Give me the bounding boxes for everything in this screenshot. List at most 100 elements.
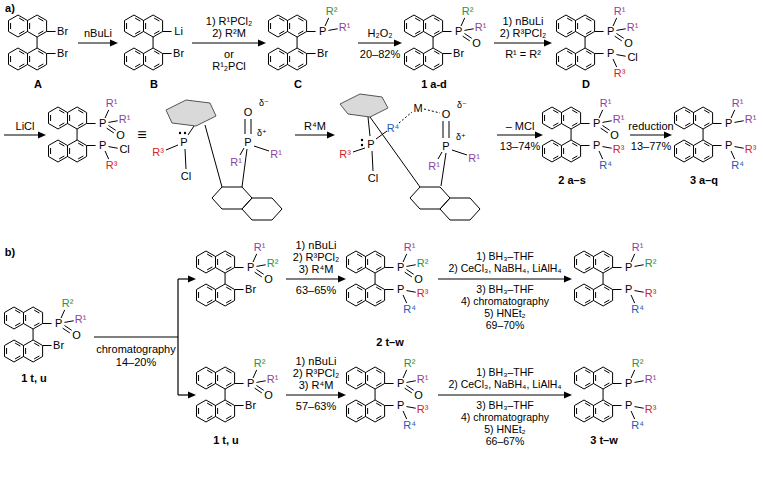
arrow-head [564,392,572,399]
ring [197,284,216,306]
ring-bond [567,31,572,34]
ring-bond [577,23,578,29]
atom-label: O [264,389,273,401]
ring-bond [376,383,381,386]
ring-bond [585,287,590,290]
bond-line [613,18,617,26]
ring [347,400,366,422]
ring-bond [69,148,70,154]
bond-line [731,110,735,118]
ring-bond [595,259,596,265]
atom-label: M [413,102,422,114]
atom-label: O [472,37,481,49]
ring [562,107,581,129]
reaction-arrow [494,42,546,43]
ring-bond [376,254,381,257]
ring-bond [19,64,24,67]
ring-bond [154,31,159,34]
atom-label: Br [57,25,68,37]
ring-bond [126,23,127,29]
compound-label: 2 t–w [376,336,404,348]
bond-line [47,31,56,32]
bond-line [403,411,407,419]
reagent-text: 1) nBuLi [503,15,544,27]
naphthyl-edge [166,100,216,126]
atom-label: R⁴ [631,303,644,315]
ring-bond [270,56,271,62]
ring-bond [585,370,590,373]
atom-label: R³ [614,67,626,79]
atom-label: P [99,117,106,129]
ring [576,15,595,37]
bond-line [713,145,722,146]
ring [575,367,594,389]
panel-label: b) [5,246,15,258]
atom-label: R² [326,5,338,17]
bond-line [328,29,337,31]
ring-bond [145,23,146,29]
bond-line [108,147,117,149]
reaction-arrow [295,134,329,135]
partial-charge: δ⁺ [257,129,267,139]
arrow-head [338,392,346,399]
atom-label: O [244,106,253,118]
atom-label: R² [267,257,279,269]
bond-line [406,407,415,409]
reaction-arrow [286,394,340,395]
bond-line [385,267,394,268]
bond-line [403,254,407,262]
atom-label: R¹ [417,373,429,385]
ring [410,187,450,209]
ring-bond [207,267,212,270]
ring-bond [135,51,140,54]
atom-label: P [397,399,404,411]
arrow-head [564,276,572,283]
ring-bond [586,18,591,21]
arrow-head [338,276,346,283]
reaction-arrow [94,336,178,337]
ring-bond [415,64,420,67]
atom-label: R³ [613,143,625,155]
bond-line [37,37,38,48]
bond-line [602,125,609,130]
bond-line [613,383,622,384]
bond-line [613,267,622,268]
ring-bond [376,370,381,373]
reaction-arrow [497,134,537,135]
ring-bond [38,31,43,34]
ring-bond [19,18,24,21]
ring-bond [576,375,577,381]
ring-bond [572,143,577,146]
bond-line [153,37,154,48]
ring-bond [585,300,590,303]
ring-bond [685,110,690,113]
ring-bond [567,18,572,21]
ring-bond [154,51,159,54]
ring [28,15,47,37]
bond-line [225,389,226,400]
bond-line [235,405,244,406]
ring-bond [270,23,271,29]
bond-line [375,273,376,284]
atom-label: P [180,136,187,148]
ring-bond [59,110,64,113]
ring-bond [376,416,381,419]
atom-label: P [593,117,600,129]
atom-label: R⁴ [631,419,644,431]
atom-label: R¹ [119,113,131,125]
reagent-text: 2) R³PCl₂ [293,367,339,379]
ring-bond [207,370,212,373]
bond-line [163,53,172,54]
ring-bond [367,259,368,265]
bond-line [613,405,622,406]
ring-bond [15,323,20,326]
atom-label: P [99,139,106,151]
reaction-arrow [358,42,396,43]
bond-line [256,265,265,267]
bond-line [385,405,394,406]
lone-pair [361,139,363,141]
ring [576,48,595,70]
bond-line [703,129,704,140]
reagent-text: reduction [628,120,673,132]
ring-bond [595,408,596,414]
